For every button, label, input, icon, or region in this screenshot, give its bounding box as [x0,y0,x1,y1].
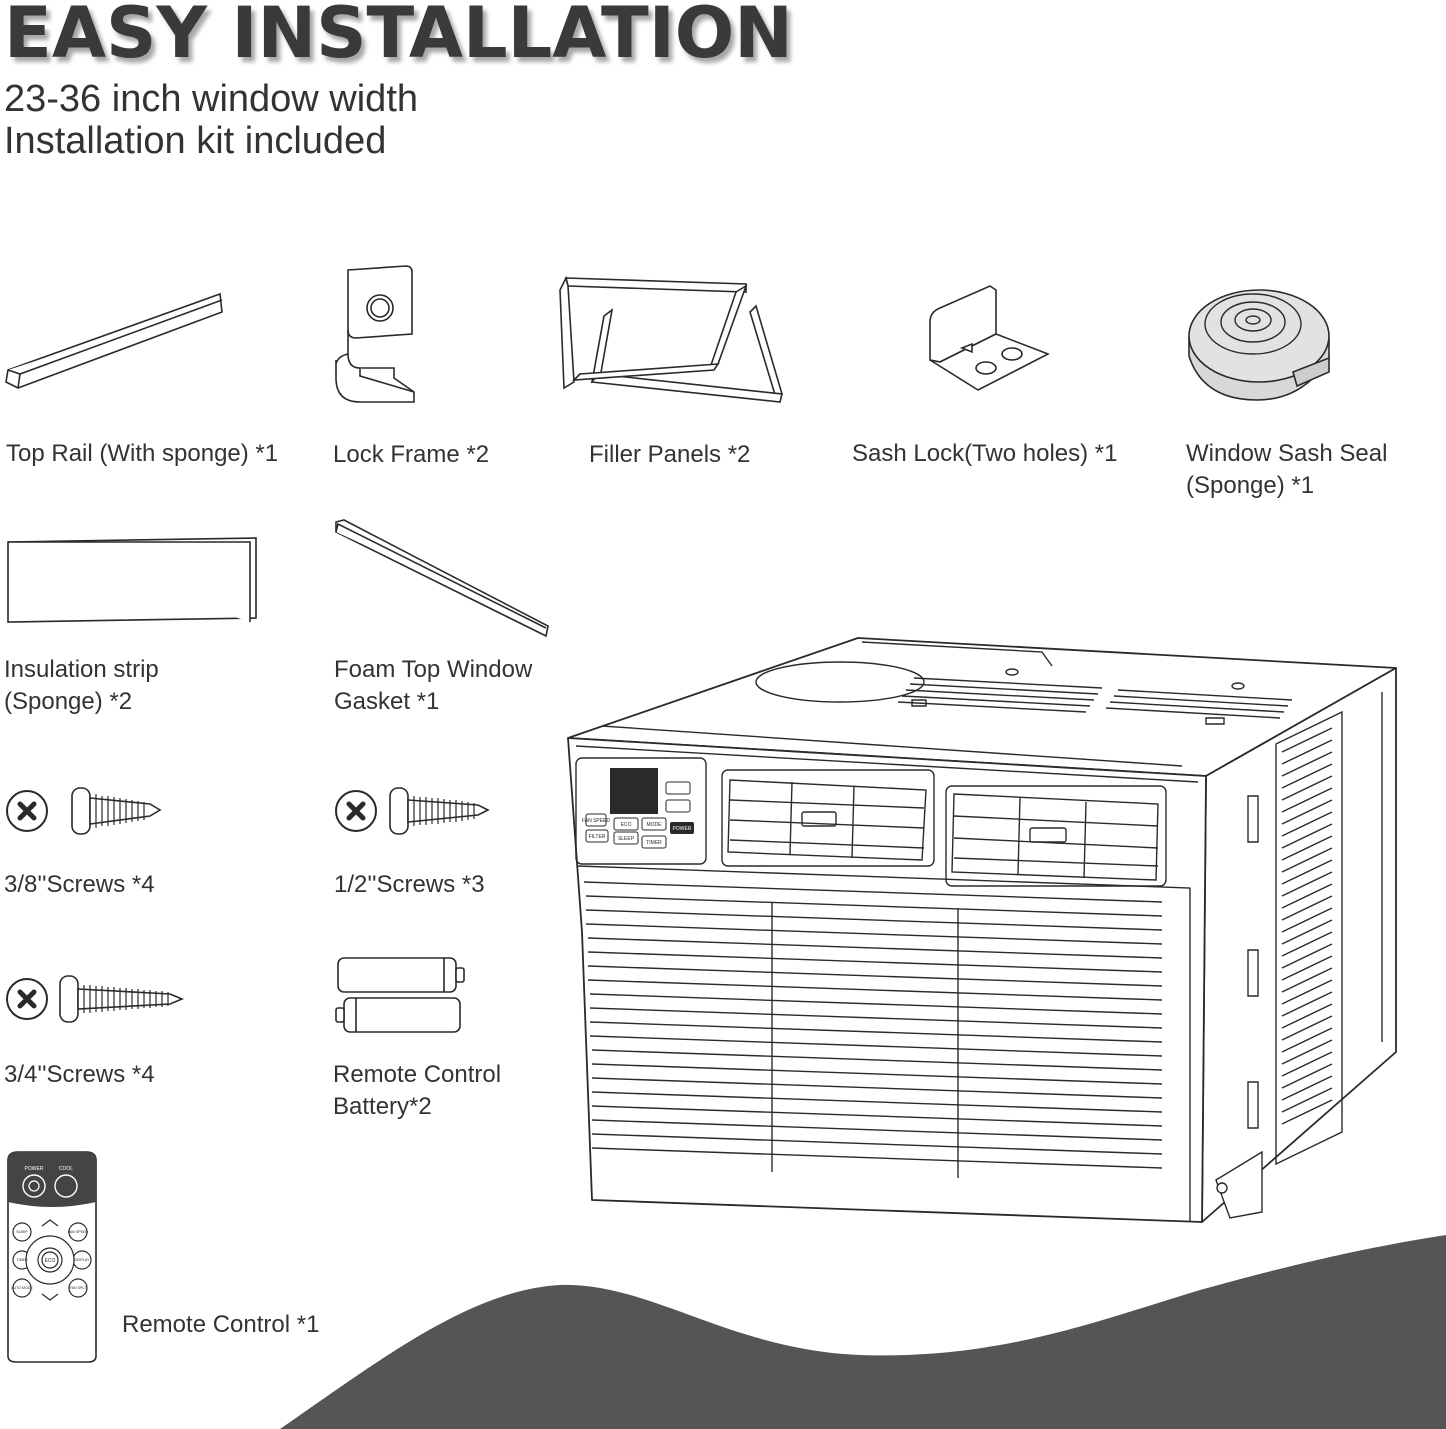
top-rail-icon [0,290,230,400]
ac-mode-label: MODE [647,822,663,828]
screw-head-icon [333,788,379,834]
foam-gasket-icon [330,516,552,642]
label-lock-frame: Lock Frame *2 [333,441,490,468]
label-sash-seal-line2: (Sponge) *1 [1186,472,1315,499]
remote-sleep-label: SLEEP [16,1230,28,1234]
remote-auto-label: AUTO MODE [11,1286,33,1290]
subtitle-kit-included: Installation kit included [4,120,387,162]
ac-sleep-label: SLEEP [618,836,635,842]
window-sash-seal-icon [1183,282,1333,404]
remote-display-label: DISPLAY [75,1258,91,1262]
filler-panels-icon [550,270,790,410]
remote-swing-label: FAN SPLT [70,1286,88,1290]
remote-cool-label: COOL [59,1166,73,1172]
label-sash-lock: Sash Lock(Two holes) *1 [852,440,1118,467]
lock-frame-icon [330,264,425,409]
screw-3-8-icon [68,784,164,838]
ac-filter-label: FILTER [589,834,606,840]
label-battery-line2: Battery*2 [333,1093,432,1120]
remote-eco-label: ECO [45,1258,56,1264]
air-conditioner-illustration: FAN SPEED ECO MODE FILTER SLEEP TIMER PO… [562,632,1404,1244]
subtitle-window-width: 23-36 inch window width [4,78,419,120]
insulation-strip-icon [4,534,262,626]
remote-control-icon: POWER COOL SLEEP FAN SPEED TIMER ECO DIS… [4,1150,100,1364]
ac-timer-label: TIMER [646,840,662,846]
label-sash-seal-line1: Window Sash Seal [1186,440,1388,467]
ac-fan-speed-label: FAN SPEED [582,818,610,824]
ac-power-label: POWER [673,826,692,832]
label-filler-panels: Filler Panels *2 [589,441,751,468]
label-foam-line2: Gasket *1 [334,688,440,715]
battery-icon [332,954,468,1036]
label-battery-line1: Remote Control [333,1061,502,1088]
screw-head-icon [4,788,50,834]
remote-fan-label: FAN SPEED [68,1230,89,1234]
label-insulation-line2: (Sponge) *2 [4,688,133,715]
remote-timer-label: TIMER [16,1258,28,1262]
label-top-rail: Top Rail (With sponge) *1 [6,440,279,467]
label-screws-3-8: 3/8''Screws *4 [4,871,155,898]
remote-power-label: POWER [25,1166,44,1172]
page-title: EASY INSTALLATION [4,0,793,74]
label-insulation-line1: Insulation strip [4,656,159,683]
label-screws-1-2: 1/2''Screws *3 [334,871,485,898]
ac-eco-label: ECO [621,822,632,828]
label-remote-control: Remote Control *1 [122,1311,320,1338]
screw-1-2-icon [386,784,492,838]
screw-3-4-icon [56,972,186,1026]
label-screws-3-4: 3/4''Screws *4 [4,1061,155,1088]
screw-head-icon [4,976,50,1022]
sash-lock-icon [920,282,1055,394]
label-foam-line1: Foam Top Window [334,656,533,683]
